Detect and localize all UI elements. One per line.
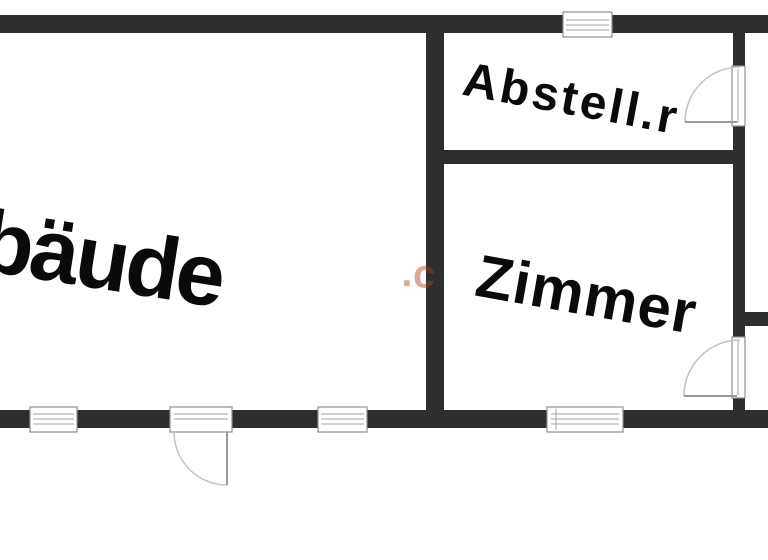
right-wall-top-segment	[733, 33, 745, 67]
storage-door-arc-icon	[684, 66, 741, 123]
zimmer-door	[683, 336, 746, 399]
window-bottom-middle	[317, 406, 368, 433]
storage-zimmer-divider-wall	[444, 150, 733, 164]
top-wall	[0, 15, 768, 33]
entry-door	[169, 406, 233, 486]
windows	[29, 11, 624, 433]
right-wall-middle-segment	[733, 126, 745, 338]
entry-door-arc-icon	[173, 431, 228, 486]
bottom-wall	[0, 410, 768, 428]
window-bottom-zimmer	[546, 406, 624, 433]
window-bottom-left	[29, 406, 78, 433]
right-wall-bottom-segment	[733, 397, 745, 411]
right-stub-wall	[745, 312, 768, 326]
window-top	[562, 11, 613, 38]
zimmer-door-arc-icon	[683, 339, 741, 397]
center-wall	[426, 33, 444, 410]
watermark: .c	[400, 250, 437, 298]
storage-door	[684, 65, 746, 127]
